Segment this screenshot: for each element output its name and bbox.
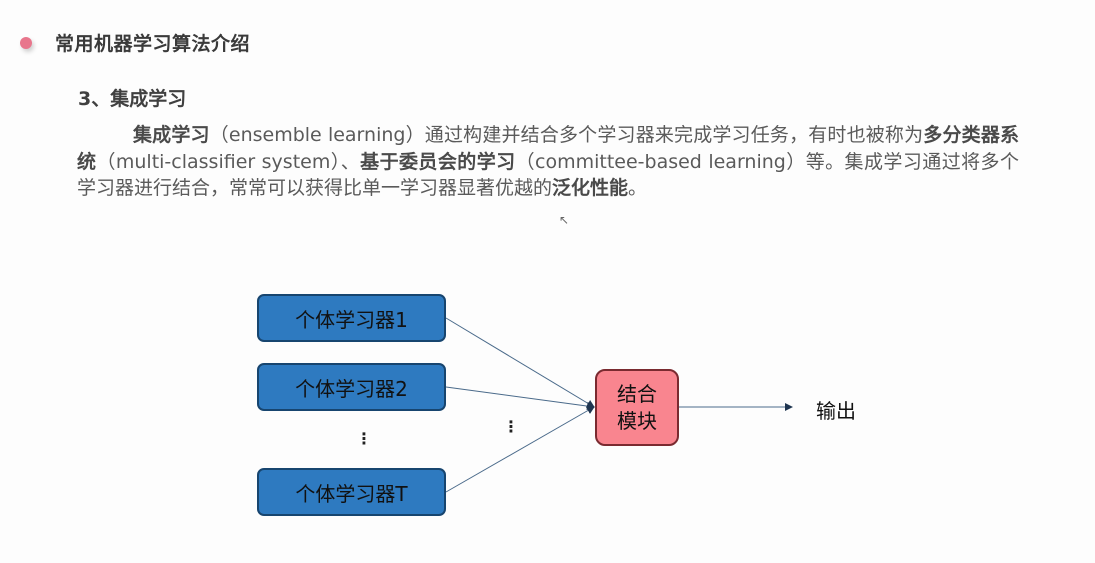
mouse-cursor-icon: ↖ (559, 213, 570, 227)
paragraph-text-3: （committee-based learning）等。集成学习通过将多个学习器… (77, 150, 1019, 200)
learner-box-1: 个体学习器1 (257, 294, 446, 342)
connector-learner-t (445, 406, 595, 493)
paragraph-text-1: （ensemble learning）通过构建并结合多个学习器来完成学习任务，有… (209, 124, 924, 146)
paragraph-text-2: （multi-classifier system）、 (96, 150, 361, 173)
slide-title: 常用机器学习算法介绍 (55, 33, 251, 55)
term-generalization: 泛化性能 (552, 177, 629, 199)
connectors-ellipsis: ⋮ (503, 417, 519, 436)
combiner-label-line-2: 模块 (617, 408, 657, 433)
title-bullet-icon (20, 37, 32, 49)
combiner-label-line-1: 结合 (617, 381, 657, 406)
term-ensemble-learning: 集成学习 (133, 124, 210, 146)
learners-ellipsis: ⋮ (356, 429, 372, 448)
combiner-box: 结合 模块 (595, 369, 679, 446)
term-multi-classifier: 多分类器系统 (77, 124, 1019, 173)
output-label: 输出 (816, 399, 856, 423)
connector-learner-2 (445, 386, 595, 411)
paragraph-text-4: 。 (628, 177, 648, 199)
learner-box-t: 个体学习器T (257, 468, 446, 516)
intro-paragraph: 集成学习（ensemble learning）通过构建并结合多个学习器来完成学习… (77, 122, 1019, 202)
section-heading: 3、集成学习 (78, 88, 187, 110)
connector-learner-1 (445, 317, 595, 408)
learner-box-2: 个体学习器2 (257, 363, 446, 411)
term-committee-based: 基于委员会的学习 (360, 150, 516, 173)
